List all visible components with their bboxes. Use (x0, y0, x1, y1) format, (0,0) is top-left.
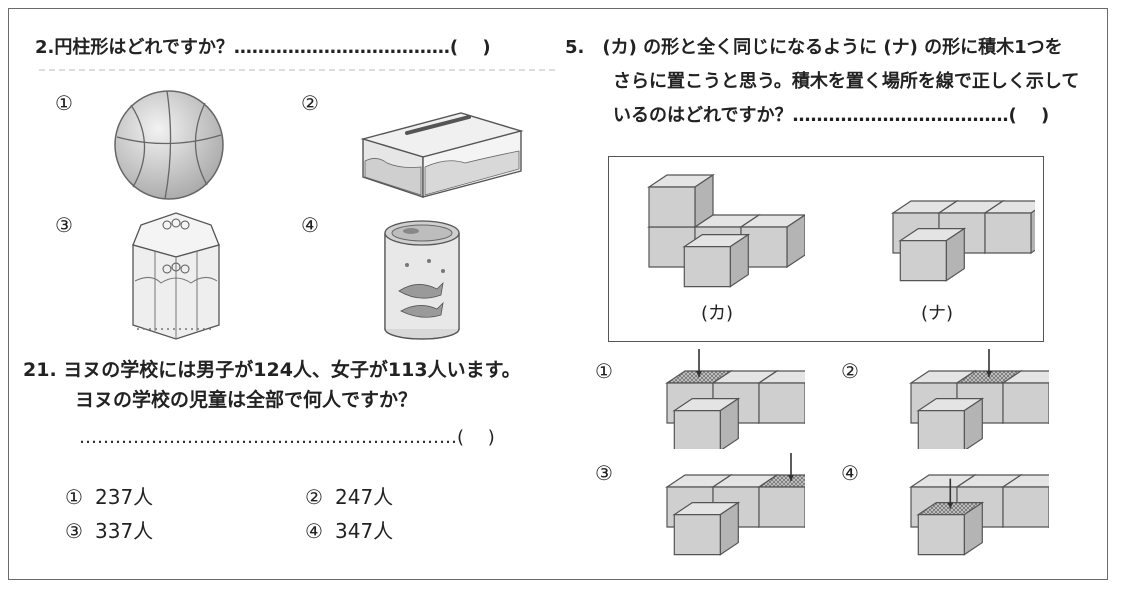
q21-option-2[interactable]: ② 247人 (305, 481, 393, 510)
q21-option-3-label: 337人 (95, 519, 154, 543)
q21-option-4-label: 347人 (335, 519, 394, 543)
shape-ka-blocks (647, 173, 805, 288)
cube-front (1002, 486, 1049, 528)
q5-line-3: いるのはどれですか？………………………………( ) (613, 105, 1050, 126)
q5-choice-1-number[interactable]: ① (595, 359, 613, 383)
reference-shapes-box: (カ) (ナ) (608, 156, 1044, 342)
q21-option-1[interactable]: ① 237人 (65, 481, 153, 510)
cube-front (917, 409, 965, 449)
cube-front (673, 409, 721, 449)
placement-arrowhead (696, 371, 702, 377)
q21-option-1-number: ① (65, 485, 83, 509)
cube-front (758, 382, 805, 424)
q21-option-1-label: 237人 (95, 485, 154, 509)
label-na: (ナ) (921, 303, 954, 324)
q5-option-3-blocks[interactable] (645, 453, 805, 557)
q21-option-4[interactable]: ④ 347人 (305, 515, 393, 544)
basketball-illustration[interactable] (109, 85, 229, 205)
q2-title: 2.円柱形はどれですか？………………………………( ) (35, 37, 491, 58)
cube-front (673, 513, 721, 556)
cube-front (984, 212, 1032, 254)
cube-front (648, 186, 696, 228)
cube-front (683, 245, 731, 288)
cube-front (917, 513, 965, 556)
cube-front (899, 239, 947, 282)
q2-choice-2-number[interactable]: ② (301, 91, 319, 115)
q21-line-2: ヨヌの学校の児童は全部で何人ですか？ (75, 389, 418, 411)
q21-option-2-number: ② (305, 485, 323, 509)
q21-answer-blank: ………………………………………………………( ) (79, 427, 495, 448)
q2-choice-3-number[interactable]: ③ (55, 213, 73, 237)
q21-option-3[interactable]: ③ 337人 (65, 515, 153, 544)
faint-line (39, 69, 559, 71)
cube-front (758, 486, 805, 528)
q2-choice-4-number[interactable]: ④ (301, 213, 319, 237)
q5-choice-2-number[interactable]: ② (841, 359, 859, 383)
worksheet: 2.円柱形はどれですか？………………………………( ) ① ② ③ ④ (8, 8, 1108, 580)
placement-arrowhead (986, 371, 992, 377)
q5-choice-3-number[interactable]: ③ (595, 461, 613, 485)
q21-option-3-number: ③ (65, 519, 83, 543)
q5-choice-4-number[interactable]: ④ (841, 461, 859, 485)
q5-option-2-blocks[interactable] (889, 349, 1049, 449)
placement-arrowhead (788, 475, 794, 481)
q5-line-2: さらに置こうと思う。積木を置く場所を線で正しく示して (613, 71, 1080, 92)
q2-choice-1-number[interactable]: ① (55, 91, 73, 115)
q5-option-1-blocks[interactable] (645, 349, 805, 449)
can-cylinder-illustration[interactable] (377, 217, 467, 345)
label-ka: (カ) (701, 303, 734, 324)
cube-front (1002, 382, 1049, 424)
q21-option-2-label: 247人 (335, 485, 394, 509)
shape-na-blocks (891, 199, 1035, 282)
q5-option-4-blocks[interactable] (889, 453, 1049, 557)
q5-line-1: 5. (カ) の形と全く同じになるように (ナ) の形に積木1つを (565, 37, 1063, 58)
q21-line-1: 21. ヨヌの学校には男子が124人、女子が113人います。 (23, 359, 521, 381)
placement-arrowhead (947, 502, 954, 509)
hexagonal-box-illustration[interactable] (121, 207, 231, 347)
q21-option-4-number: ④ (305, 519, 323, 543)
tissue-box-illustration[interactable] (357, 105, 527, 205)
